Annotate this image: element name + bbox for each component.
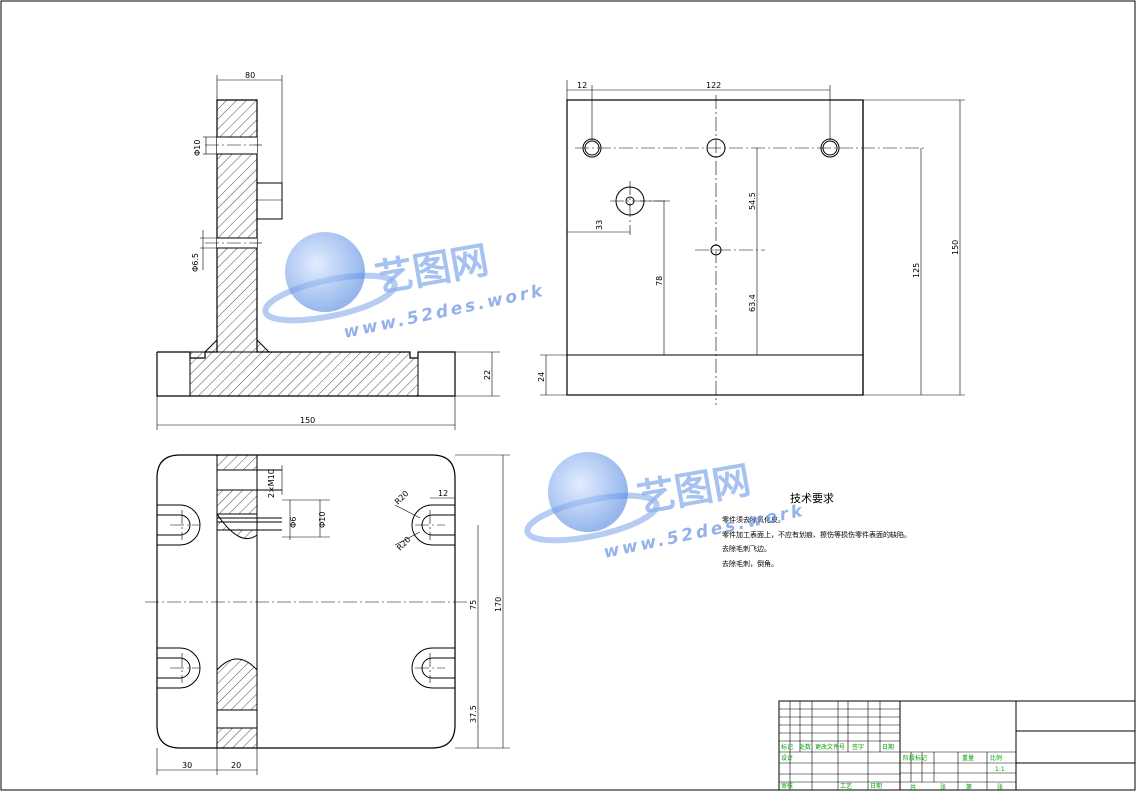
tb-stage: 阶段标记 — [903, 754, 927, 762]
tb-sheet: 张 — [997, 783, 1003, 791]
dim-top-d: Φ10 — [318, 512, 327, 528]
tb-date: 日期 — [870, 782, 882, 790]
tb-sheet: 张 — [940, 783, 946, 791]
dim-top-375: 37.5 — [469, 705, 478, 723]
dim-side-hole1: Φ10 — [193, 140, 202, 156]
dim-front-base: 24 — [537, 372, 546, 382]
dim-front-h4: 125 — [912, 263, 921, 278]
top-view: 2×M10 Φ6 Φ10 R20 R20 12 170 75 37.5 30 2… — [145, 454, 510, 775]
tb-process: 工艺 — [840, 782, 852, 790]
tb-label: 标记 — [781, 743, 793, 751]
note-item: 零件加工表面上，不应有划痕、擦伤等损伤零件表面的缺陷。 — [722, 530, 911, 539]
tb-design: 设计 — [781, 754, 793, 762]
dim-front-h1: 54.5 — [748, 192, 757, 210]
watermark-url: www.52des.work — [342, 281, 547, 343]
dim-top-r: R20 — [393, 489, 411, 507]
dim-front-total: 150 — [951, 240, 960, 255]
dim-top-m: 2×M10 — [267, 469, 276, 498]
note-item: 去除毛刺，倒角。 — [722, 559, 778, 568]
note-item: 零件须去除氧化皮。 — [722, 515, 785, 524]
side-section-view: 80 Φ10 Φ6.5 22 150 — [156, 71, 500, 430]
title-block: 标记 处数 更改文件号 签字 日期 设计 审核 工艺 日期 阶段标记 重量 比例… — [778, 700, 1136, 791]
tb-weight: 重量 — [962, 754, 974, 762]
tb-sheet: 第 — [966, 783, 972, 791]
dim-front-h3: 63.4 — [748, 294, 757, 312]
dim-front-offset: 33 — [595, 220, 604, 230]
dim-top-w1: 30 — [182, 761, 192, 770]
dim-front-span: 122 — [706, 81, 721, 90]
dim-side-top: 80 — [245, 71, 255, 80]
dim-top-slot: Φ6 — [289, 517, 298, 528]
dim-side-height: 22 — [483, 370, 492, 380]
tb-label: 更改文件号 — [815, 743, 845, 751]
tb-label: 签字 — [852, 743, 864, 751]
technical-notes: 技术要求 零件须去除氧化皮。 零件加工表面上，不应有划痕、擦伤等损伤零件表面的缺… — [722, 492, 911, 568]
tb-check: 审核 — [781, 782, 793, 790]
watermark-brand: 艺图网 — [634, 458, 754, 521]
dim-top-75: 75 — [469, 600, 478, 610]
tb-scale: 1:1 — [995, 766, 1005, 773]
tb-label: 处数 — [799, 743, 811, 751]
dim-side-hole2: Φ6.5 — [191, 253, 200, 272]
note-item: 去除毛刺飞边。 — [722, 544, 771, 553]
dim-top-170: 170 — [494, 597, 503, 612]
tb-ratio: 比例 — [990, 754, 1002, 762]
dim-top-w2: 20 — [231, 761, 241, 770]
dim-side-width: 150 — [300, 416, 315, 425]
dim-front-left: 12 — [577, 81, 587, 90]
dim-top-12: 12 — [438, 489, 448, 498]
globe-icon — [548, 452, 628, 532]
globe-icon — [285, 232, 365, 312]
notes-title: 技术要求 — [790, 492, 834, 505]
front-view: 12 122 33 54.5 63.4 78 125 150 24 — [537, 80, 965, 405]
watermark-logo: 艺图网 www.52des.work — [262, 232, 547, 343]
tb-label: 日期 — [882, 743, 894, 751]
dim-front-h2: 78 — [655, 276, 664, 286]
watermark-brand: 艺图网 — [372, 238, 492, 301]
tb-sheet: 共 — [910, 783, 916, 791]
